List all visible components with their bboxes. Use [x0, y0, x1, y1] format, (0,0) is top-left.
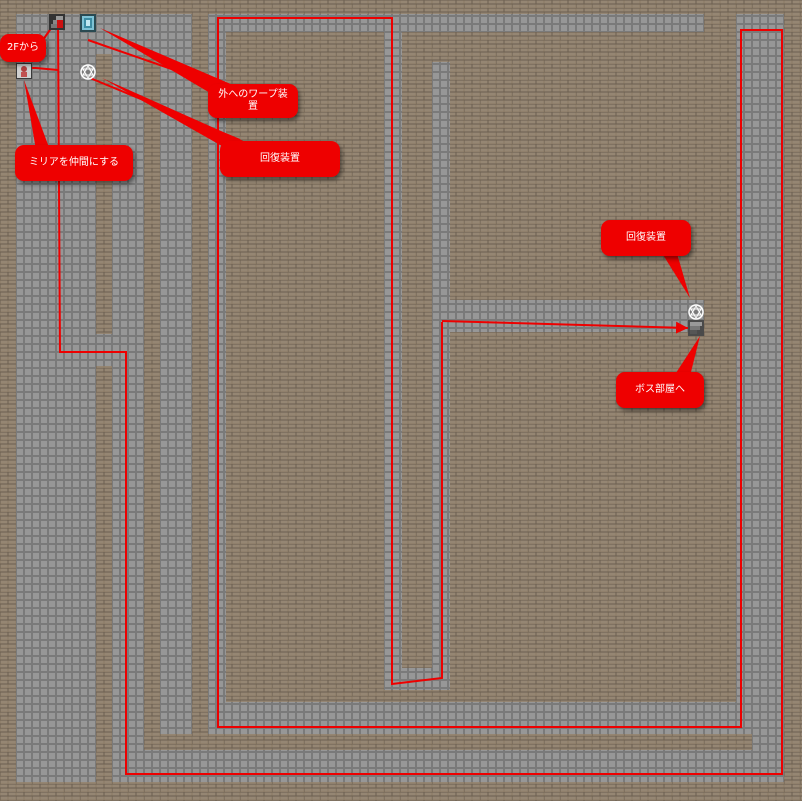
callout-warp-outside-text: 外へのワープ装置 [218, 89, 288, 112]
callout-join-miria: ミリアを仲間にする [15, 145, 133, 181]
callout-to-boss: ボス部屋へ [616, 372, 704, 408]
callout-to-boss-text: ボス部屋へ [635, 384, 685, 395]
callout-warp-outside: 外へのワープ装置 [208, 84, 298, 118]
heal-circle-icon[interactable] [688, 304, 704, 320]
callout-heal-boss: 回復装置 [601, 220, 691, 256]
character-miria-icon[interactable] [16, 63, 32, 79]
callout-join-miria-text: ミリアを仲間にする [28, 157, 120, 168]
callout-from-2f: 2Fから [0, 34, 46, 62]
stairs-down-icon[interactable] [688, 320, 704, 336]
callout-pointers [24, 28, 700, 376]
callout-heal-top: 回復装置 [220, 141, 340, 177]
warp-device-icon[interactable] [80, 14, 96, 32]
callout-from-2f-text: 2Fから [6, 42, 40, 53]
heal-circle-icon[interactable] [80, 64, 96, 80]
callout-heal-boss-text: 回復装置 [626, 232, 666, 243]
stairs-up-icon[interactable] [49, 14, 65, 30]
callout-heal-top-text: 回復装置 [260, 153, 300, 164]
